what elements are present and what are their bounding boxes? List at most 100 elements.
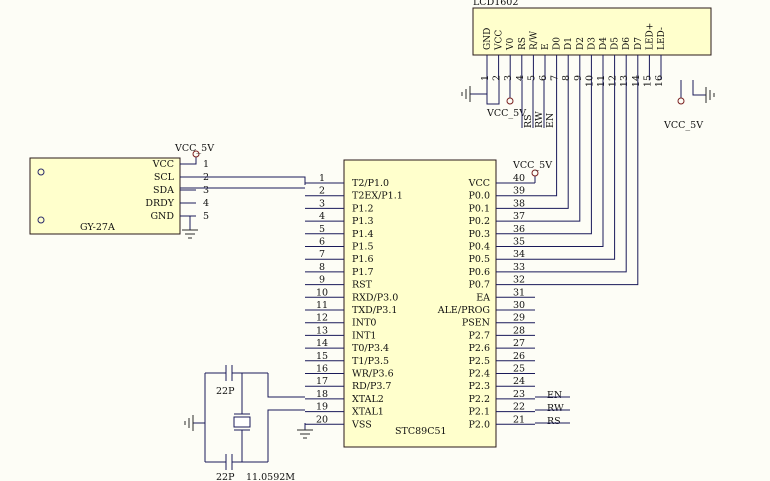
lcd-pin-label: LED+ — [645, 23, 655, 50]
mcu-left-pin-label: XTAL1 — [352, 407, 384, 418]
lcd-pin-num: 2 — [492, 75, 503, 81]
data-bus-wire — [535, 80, 604, 247]
mcu-right-pin-label: P0.0 — [468, 191, 490, 202]
crystal-circuit: 22P 22P 11.0592M — [184, 365, 305, 481]
mcu-left-pin-num: 20 — [316, 414, 328, 425]
mcu-right-pin-num: 26 — [513, 351, 525, 362]
lcd-net-rs: RS — [523, 114, 534, 128]
sensor-pin-num: 5 — [203, 211, 209, 222]
mcu-left-pin-label: RD/P3.7 — [352, 381, 391, 392]
mcu-right-pin-num: 38 — [513, 198, 525, 209]
sensor-pin-label: SDA — [153, 185, 174, 196]
data-bus-wire — [535, 80, 639, 286]
lcd-net-rw: RW — [534, 111, 545, 128]
mcu-left-pin-num: 18 — [316, 389, 328, 400]
mcu-right-pin-label: P2.6 — [468, 343, 490, 354]
sensor-name: GY-27A — [80, 222, 115, 233]
lcd-vcc-left-label: VCC_5V — [486, 108, 526, 119]
mcu-left-pin-label: P1.3 — [352, 216, 374, 227]
lcd-pin-num: 7 — [550, 75, 561, 81]
lcd-net-en: EN — [545, 113, 556, 128]
mcu-vcc-label: VCC_5V — [512, 160, 552, 171]
mcu-left-pin-label: P1.6 — [352, 254, 374, 265]
sensor-pin-num: 1 — [203, 159, 209, 170]
lcd-pin-num: 10 — [584, 75, 595, 87]
mcu-left-pin-num: 3 — [319, 198, 325, 209]
lcd-pin-label: V0 — [506, 38, 516, 51]
mcu-left-pin-num: 16 — [316, 364, 328, 375]
lcd-pin-label: RS — [518, 37, 528, 50]
lcd-pin-label: D3 — [587, 37, 597, 50]
lcd-pin-num: 6 — [538, 75, 549, 81]
lcd-pin-num: 1 — [480, 75, 491, 81]
sensor-pin-label: DRDY — [145, 198, 174, 209]
mcu-right-pin-label: P2.2 — [468, 394, 490, 405]
lcd-v0-wire — [486, 80, 500, 105]
cap-bottom-label: 22P — [216, 472, 235, 481]
mcu-left-pin-num: 15 — [316, 351, 328, 362]
lcd-name: LCD1602 — [473, 0, 518, 8]
mcu-right-pin-label: PSEN — [462, 318, 490, 329]
lcd-pin-label: E — [541, 43, 551, 50]
lcd-pin-label: D2 — [576, 37, 586, 50]
mcu-left-pin-label: INT0 — [352, 318, 376, 329]
mcu-left-pin-label: XTAL2 — [352, 394, 384, 405]
mcu-left-pin-label: P1.2 — [352, 203, 374, 214]
lcd-pin-num: 16 — [654, 75, 665, 87]
mcu-left-pin-label: P1.7 — [352, 267, 374, 278]
lcd-pin-num: 8 — [561, 75, 572, 81]
mcu-left-pin-label: T2EX/P1.1 — [352, 191, 403, 202]
mcu-right-pin-label: P2.1 — [468, 407, 490, 418]
mcu-name: STC89C51 — [395, 426, 447, 437]
cap-top-label: 22P — [216, 386, 235, 397]
mcu-right-pin-num: 23 — [513, 389, 525, 400]
mcu-body — [343, 159, 497, 448]
mcu-left-pin-num: 10 — [316, 287, 328, 298]
wire-scl — [180, 176, 306, 185]
mcu-left-pin-label: P1.4 — [352, 229, 374, 240]
lcd-pin-num: 3 — [503, 75, 514, 81]
sensor-pin-num: 4 — [203, 198, 209, 209]
mcu-left-pin-num: 8 — [319, 262, 325, 273]
mcu-left-pin-num: 1 — [319, 173, 325, 184]
mcu-right-pin-label: ALE/PROG — [437, 305, 490, 316]
mcu-left-pin-num: 2 — [319, 186, 325, 197]
mcu-right-pin-label: P0.4 — [468, 242, 490, 253]
mcu-right-pin-num: 32 — [513, 275, 525, 286]
mcu-right-pins: 40VCC39P0.038P0.137P0.236P0.335P0.434P0.… — [437, 173, 535, 430]
lcd-gnd-wire — [470, 80, 488, 95]
mcu-right-pin-num: 33 — [513, 262, 525, 273]
mcu-right-pin-label: P2.5 — [468, 356, 490, 367]
sensor-pin-label: GND — [150, 211, 174, 222]
mcu-right-pin-num: 25 — [513, 364, 525, 375]
sensor-pin-label: VCC — [152, 159, 174, 170]
data-bus-wire — [535, 80, 627, 273]
mcu-right-pin-num: 36 — [513, 224, 525, 235]
mcu-right-pin-label: P0.6 — [468, 267, 490, 278]
mcu-left-pin-label: T0/P3.4 — [352, 343, 389, 354]
mcu-right-pin-num: 22 — [513, 402, 525, 413]
mcu-right-pin-label: P0.1 — [468, 203, 490, 214]
mcu-right-pin-label: EA — [476, 292, 490, 303]
lcd-pin-label: D7 — [634, 37, 644, 50]
sensor-body — [29, 157, 181, 235]
mcu-left-pin-num: 6 — [319, 237, 325, 248]
mcu-left-pin-num: 19 — [316, 402, 328, 413]
data-bus-wire — [535, 80, 558, 197]
lcd-pin-num: 4 — [515, 75, 526, 81]
mcu-right-pin-label: P2.0 — [468, 419, 490, 430]
data-bus-wire — [535, 80, 616, 260]
mcu-left-pin-label: P1.5 — [352, 242, 374, 253]
lcd-pin-label: R/W — [529, 30, 539, 50]
mcu-right-pin-num: 35 — [513, 237, 525, 248]
mcu-left-pin-num: 9 — [319, 275, 325, 286]
lcd-pin-num: 11 — [596, 75, 607, 87]
mcu-right-pin-label: P0.3 — [468, 229, 490, 240]
data-bus-wire — [535, 80, 569, 209]
mcu-right-pin-label: VCC — [468, 178, 490, 189]
data-bus-wire — [535, 80, 592, 235]
mcu-left-pin-num: 12 — [316, 313, 328, 324]
mcu-right-pin-label: P0.7 — [468, 280, 490, 291]
mcu-right-pin-label: P0.5 — [468, 254, 490, 265]
